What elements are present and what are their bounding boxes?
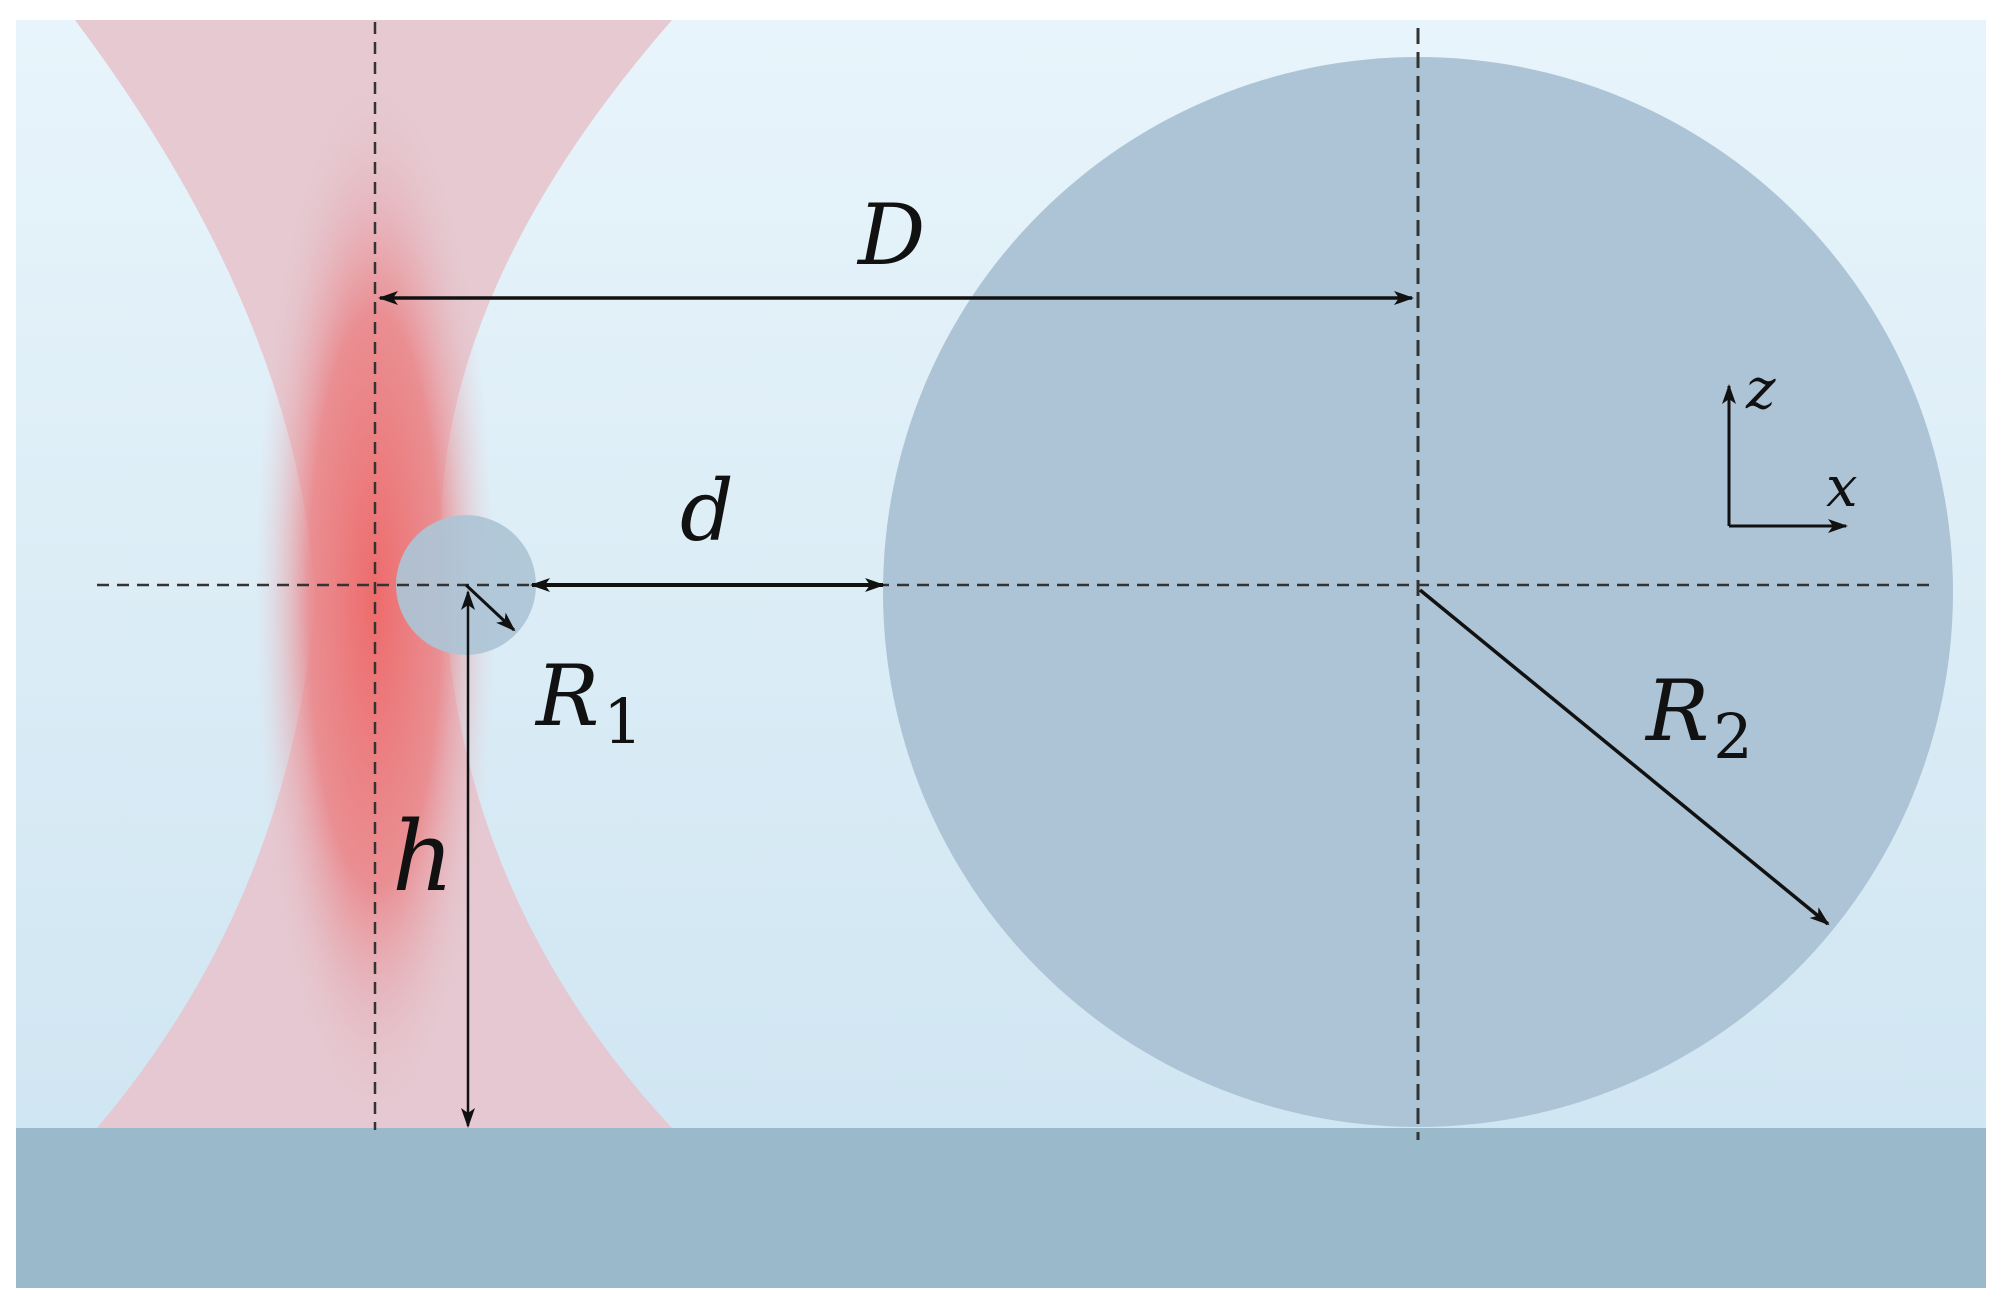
D-label: D xyxy=(856,186,925,284)
x-axis-label: x xyxy=(1826,455,1858,520)
R1-label: R1 xyxy=(534,647,643,758)
R2-label: R2 xyxy=(1644,662,1753,773)
h-label: h xyxy=(392,801,454,913)
d-label: d xyxy=(680,462,734,560)
z-axis-label: z xyxy=(1745,357,1776,422)
laser-beam-intensity xyxy=(255,80,495,1120)
substrate xyxy=(16,1128,1986,1288)
R2-radius-arrow xyxy=(1418,588,1830,926)
